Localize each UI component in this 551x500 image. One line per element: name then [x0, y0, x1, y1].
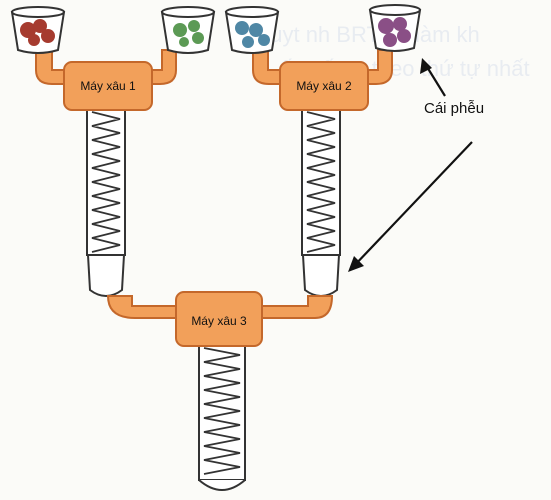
coil-tube-right: [302, 110, 340, 255]
funnel-cup-left: [88, 255, 124, 296]
arrow-to-lower-cup: [348, 142, 472, 272]
coil-tube-bottom: [199, 345, 245, 490]
machine-1-label: Máy xâu 1: [80, 79, 136, 93]
funnel-green-beads: [162, 7, 214, 53]
machine-2-label: Máy xâu 2: [296, 79, 352, 93]
funnel-cup-right: [303, 255, 339, 296]
funnel-blue-beads: [226, 7, 278, 53]
coil-tube-left: [87, 110, 125, 255]
machine-3-label: Máy xâu 3: [191, 314, 247, 328]
funnel-red-beads: [12, 7, 64, 53]
funnel-purple-beads: [370, 5, 420, 51]
funnel-callout-label: Cái phễu: [424, 100, 484, 117]
arrow-to-top-funnel: [420, 58, 445, 96]
